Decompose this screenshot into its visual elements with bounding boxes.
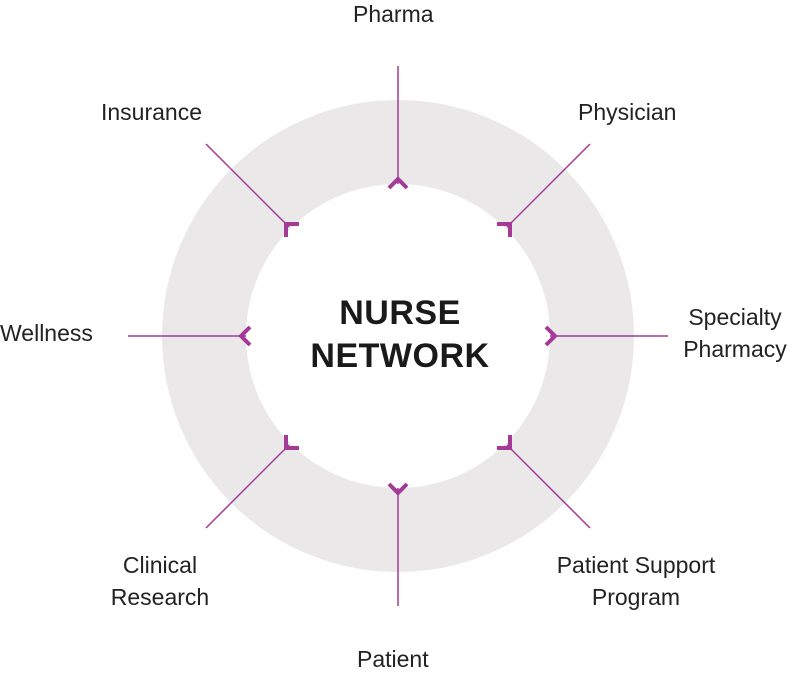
center-title: NURSE NETWORK [250,292,550,378]
label-clinical-research: Clinical Research [100,549,220,613]
chevron-icon-specialty-pharmacy [544,325,558,347]
label-specialty-pharmacy: Specialty Pharmacy [672,301,798,365]
label-clinical-research-line2: Research [110,584,210,610]
label-insurance: Insurance [101,99,203,125]
label-patient: Patient [357,646,429,672]
label-wellness: Wellness [0,320,93,346]
chevron-icon-wellness [238,325,252,347]
spoke-line-insurance [205,143,290,228]
label-patient-support-line1: Patient Support [556,552,716,578]
label-clinical-research-line1: Clinical [122,552,198,578]
chevron-icon-pharma [387,176,409,190]
chevron-icon-patient [387,482,409,496]
chevron-icon-clinical-research [284,435,299,450]
spoke-line-patient-support [506,444,591,529]
chevron-icon-insurance [284,222,299,237]
label-pharma: Pharma [353,1,434,27]
center-title-line1: NURSE [339,294,461,332]
spoke-line-clinical-research [205,444,290,529]
label-physician: Physician [578,99,677,125]
center-title-line2: NETWORK [310,337,490,375]
label-specialty-pharmacy-line1: Specialty [688,304,782,330]
label-patient-support-program: Patient Support Program [536,549,736,613]
chevron-icon-patient-support [497,435,512,450]
spoke-line-physician [506,143,591,228]
chevron-icon-physician [497,222,512,237]
label-specialty-pharmacy-line2: Pharmacy [683,336,787,362]
label-patient-support-line2: Program [591,584,681,610]
